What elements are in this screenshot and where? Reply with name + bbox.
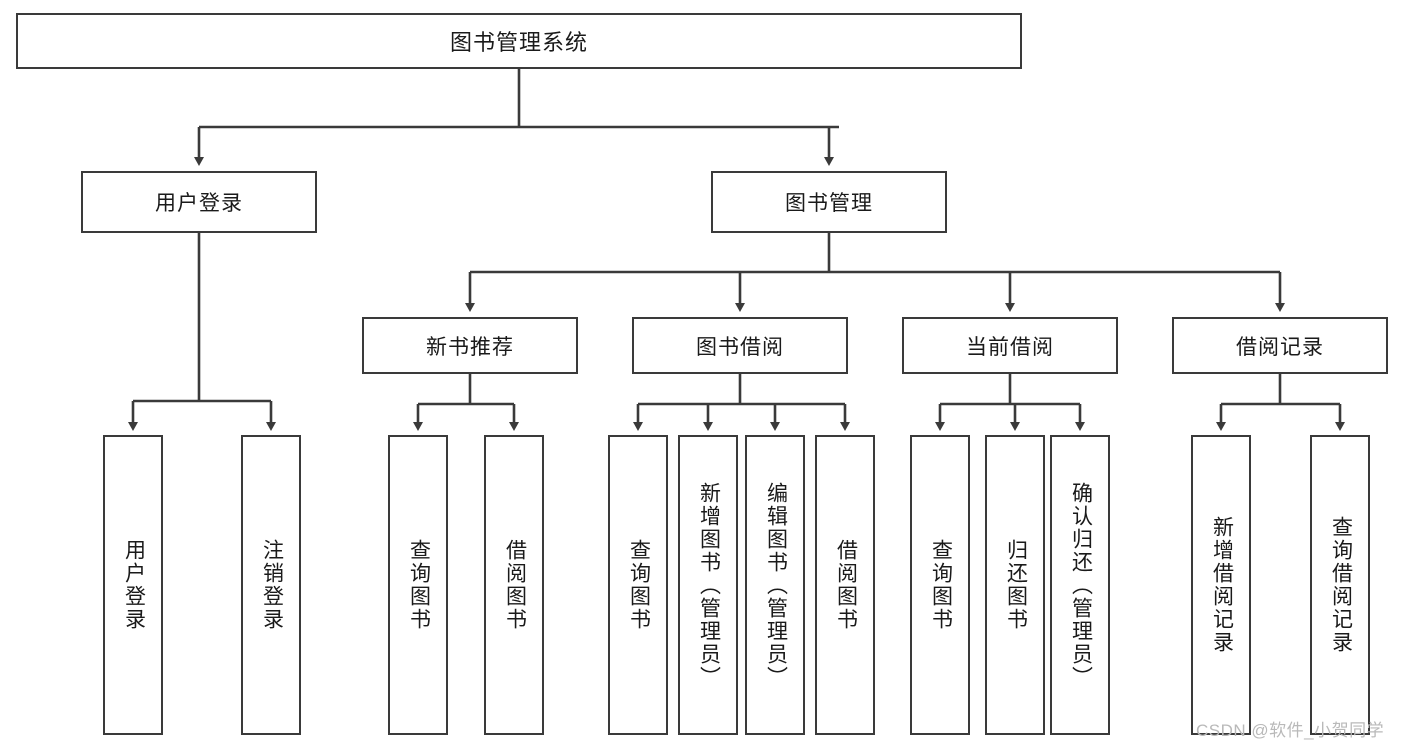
node-root[interactable]: 图书管理系统 bbox=[16, 13, 1022, 69]
node-leaf-logout[interactable]: 注销登录 bbox=[241, 435, 301, 735]
node-current-borrow[interactable]: 当前借阅 bbox=[902, 317, 1118, 374]
node-leaf-query-book-rec[interactable]: 查询图书 bbox=[388, 435, 448, 735]
node-leaf-edit-book[interactable]: 编辑图书（管理员） bbox=[745, 435, 805, 735]
node-leaf-confirm-return-label: 确认归还（管理员） bbox=[1069, 481, 1093, 689]
node-leaf-add-book[interactable]: 新增图书（管理员） bbox=[678, 435, 738, 735]
node-borrow-record-label: 借阅记录 bbox=[1236, 335, 1324, 359]
node-leaf-confirm-return[interactable]: 确认归还（管理员） bbox=[1050, 435, 1110, 735]
node-leaf-logout-label: 注销登录 bbox=[260, 539, 284, 631]
node-leaf-query-book-borrow-label: 查询图书 bbox=[627, 539, 651, 631]
node-leaf-borrow-book-rec[interactable]: 借阅图书 bbox=[484, 435, 544, 735]
node-leaf-edit-book-label: 编辑图书（管理员） bbox=[764, 481, 788, 689]
node-book-manage[interactable]: 图书管理 bbox=[711, 171, 947, 233]
node-leaf-user-login-label: 用户登录 bbox=[122, 539, 146, 631]
node-leaf-user-login[interactable]: 用户登录 bbox=[103, 435, 163, 735]
node-leaf-query-book-cur-label: 查询图书 bbox=[929, 539, 953, 631]
node-current-borrow-label: 当前借阅 bbox=[966, 335, 1054, 359]
node-leaf-borrow-book-label: 借阅图书 bbox=[834, 539, 858, 631]
node-leaf-return-book[interactable]: 归还图书 bbox=[985, 435, 1045, 735]
node-leaf-query-book-rec-label: 查询图书 bbox=[407, 539, 431, 631]
csdn-watermark: CSDN @软件_小贺同学 bbox=[1196, 721, 1385, 740]
node-user-login-label: 用户登录 bbox=[155, 192, 243, 215]
node-book-borrow-label: 图书借阅 bbox=[696, 335, 784, 359]
node-leaf-return-book-label: 归还图书 bbox=[1004, 539, 1028, 631]
node-new-book-rec-label: 新书推荐 bbox=[426, 335, 514, 359]
node-leaf-query-book-cur[interactable]: 查询图书 bbox=[910, 435, 970, 735]
node-leaf-borrow-book-rec-label: 借阅图书 bbox=[503, 539, 527, 631]
node-leaf-query-record-label: 查询借阅记录 bbox=[1329, 516, 1353, 654]
node-book-manage-label: 图书管理 bbox=[785, 192, 873, 215]
node-book-borrow[interactable]: 图书借阅 bbox=[632, 317, 848, 374]
node-leaf-add-book-label: 新增图书（管理员） bbox=[697, 481, 721, 689]
node-user-login[interactable]: 用户登录 bbox=[81, 171, 317, 233]
node-leaf-add-record[interactable]: 新增借阅记录 bbox=[1191, 435, 1251, 735]
node-leaf-borrow-book[interactable]: 借阅图书 bbox=[815, 435, 875, 735]
node-leaf-query-record[interactable]: 查询借阅记录 bbox=[1310, 435, 1370, 735]
node-new-book-rec[interactable]: 新书推荐 bbox=[362, 317, 578, 374]
node-leaf-query-book-borrow[interactable]: 查询图书 bbox=[608, 435, 668, 735]
node-borrow-record[interactable]: 借阅记录 bbox=[1172, 317, 1388, 374]
node-leaf-add-record-label: 新增借阅记录 bbox=[1210, 516, 1234, 654]
node-root-label: 图书管理系统 bbox=[449, 30, 588, 55]
